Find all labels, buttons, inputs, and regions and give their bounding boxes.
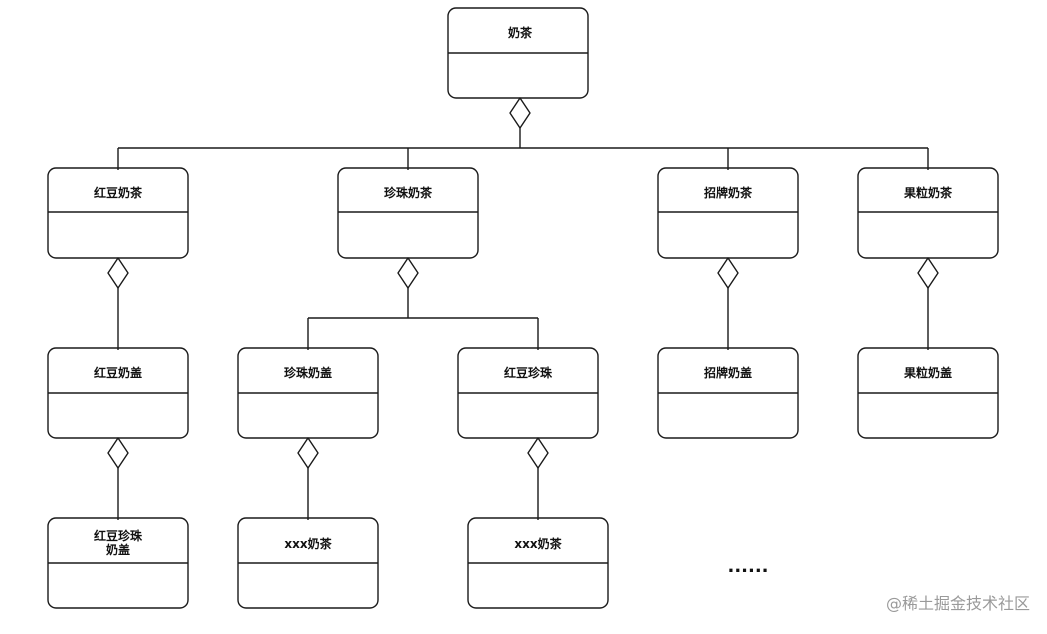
class-title-xxx-naicha-1: xxx奶茶 [284, 536, 332, 551]
class-title-hongdou-zhenzhu-naigai-line2: 奶盖 [106, 542, 130, 557]
ellipsis-more: ...... [727, 556, 768, 577]
diamond-zhenzhu-naicha [397, 257, 419, 289]
class-box-xxx-naicha-1 [237, 517, 379, 609]
diamond-hongdou-zhenzhu [527, 437, 549, 469]
connector-lines [117, 128, 929, 520]
class-title-root: 奶茶 [508, 25, 533, 40]
class-title-zhaopai-naicha: 招牌奶茶 [704, 185, 753, 200]
class-box-root [447, 7, 589, 99]
class-title-guoli-naicha: 果粒奶茶 [903, 185, 953, 200]
class-title-zhaopai-naigai: 招牌奶盖 [704, 365, 752, 380]
class-title-hongdou-zhenzhu-naigai-line1: 红豆珍珠 [94, 528, 143, 543]
class-title-zhenzhu-naicha: 珍珠奶茶 [384, 185, 433, 200]
class-box-guoli-naigai [857, 347, 999, 439]
class-box-zhenzhu-naicha [337, 167, 479, 259]
class-box-xxx-naicha-2 [467, 517, 609, 609]
composition-diamonds [107, 97, 939, 469]
diamond-zhenzhu-naigai [297, 437, 319, 469]
class-box-zhaopai-naicha [657, 167, 799, 259]
diamond-hongdou-naicha [107, 257, 129, 289]
class-box-zhenzhu-naigai [237, 347, 379, 439]
class-title-zhenzhu-naigai: 珍珠奶盖 [284, 365, 332, 380]
diamond-root [509, 97, 531, 129]
class-box-guoli-naicha [857, 167, 999, 259]
class-box-zhaopai-naigai [657, 347, 799, 439]
class-box-hongdou-zhenzhu [457, 347, 599, 439]
class-title-hongdou-naicha: 红豆奶茶 [94, 185, 143, 200]
class-box-hongdou-naigai [47, 347, 189, 439]
diamond-hongdou-naigai [107, 437, 129, 469]
diamond-guoli-naicha [917, 257, 939, 289]
class-box-hongdou-zhenzhu-naigai [47, 517, 189, 609]
class-title-xxx-naicha-2: xxx奶茶 [514, 536, 562, 551]
diamond-zhaopai-naicha [717, 257, 739, 289]
class-title-guoli-naigai: 果粒奶盖 [903, 365, 952, 380]
class-title-hongdou-naigai: 红豆奶盖 [94, 365, 142, 380]
class-box-hongdou-naicha [47, 167, 189, 259]
watermark: @稀土掘金技术社区 [886, 594, 1030, 613]
class-title-hongdou-zhenzhu: 红豆珍珠 [504, 365, 553, 380]
